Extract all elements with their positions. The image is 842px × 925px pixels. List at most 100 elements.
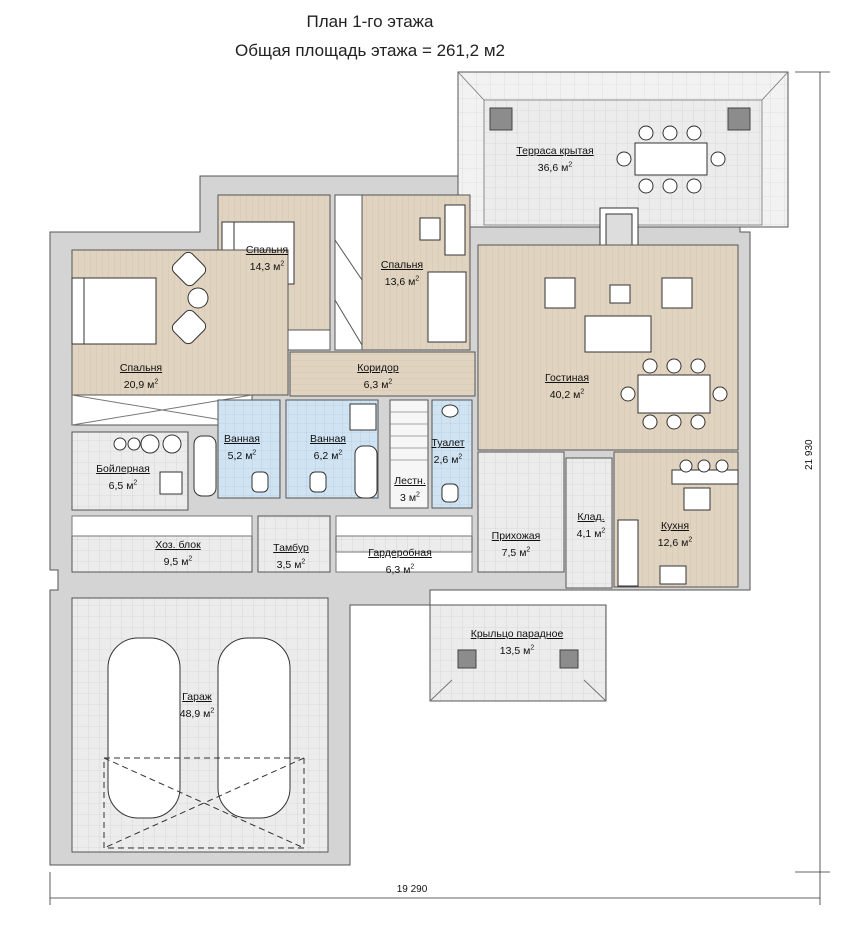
room-name: Спальня [119, 362, 163, 374]
room-name: Хоз. блок [155, 539, 201, 551]
room-area-value: 5,2 [227, 449, 243, 462]
room-area: 6,3 м2 [363, 378, 393, 391]
room-name: Лестн. [394, 475, 426, 487]
room-area-value: 20,9 [123, 378, 145, 391]
area-unit-exponent: 2 [210, 707, 215, 714]
room-label-stairs: Лестн. 3 м2 [394, 474, 426, 505]
room-area: 2,6 м2 [433, 453, 463, 466]
area-unit: м [242, 449, 253, 462]
stairs-floor [389, 399, 429, 509]
room-area-value: 36,6 [537, 161, 559, 174]
room-area-value: 3,5 [276, 558, 292, 571]
area-unit: м [400, 563, 411, 576]
area-unit: м [678, 536, 689, 549]
room-area: 4,1 м2 [576, 527, 606, 540]
room-area: 12,6 м2 [657, 536, 692, 549]
room-area: 7,5 м2 [501, 546, 531, 559]
room-name: Коридор [357, 362, 399, 374]
room-area-value: 2,6 [433, 453, 449, 466]
area-unit: м [291, 558, 302, 571]
area-unit-exponent: 2 [133, 479, 138, 486]
room-area: 6,5 м2 [109, 479, 138, 492]
terrace-area [457, 71, 789, 259]
width-dimension: 19 290 [396, 884, 428, 895]
area-unit-exponent: 2 [410, 563, 415, 570]
room-label-pantry: Клад. 4,1 м2 [577, 510, 606, 541]
room-label-toilet: Туалет 2,6 м2 [431, 436, 464, 467]
pantry-floor [565, 457, 613, 589]
room-name: Прихожая [491, 530, 541, 542]
room-area-value: 12,6 [657, 536, 679, 549]
corridor-floor [289, 351, 476, 397]
room-area-value: 4,1 [576, 527, 592, 540]
area-unit: м [516, 546, 527, 559]
room-area-value: 40,2 [549, 388, 571, 401]
room-name: Спальня [245, 244, 289, 256]
area-unit-exponent: 2 [530, 644, 535, 651]
room-area-value: 14,3 [249, 260, 271, 273]
room-label-kitchen: Кухня 12,6 м2 [658, 519, 692, 550]
area-unit: м [520, 644, 531, 657]
room-label-hall: Прихожая 7,5 м2 [492, 529, 541, 560]
room-area: 20,9 м2 [123, 378, 159, 391]
area-unit: м [123, 479, 134, 492]
room-label-boiler: Бойлерная 6,5 м2 [96, 462, 150, 493]
area-unit-exponent: 2 [415, 275, 420, 282]
room-name: Гардеробная [368, 547, 432, 559]
area-unit: м [270, 260, 281, 273]
area-unit-exponent: 2 [526, 546, 531, 553]
area-unit: м [178, 555, 189, 568]
area-unit: м [378, 378, 389, 391]
area-unit: м [448, 453, 459, 466]
room-name: Терраса крытая [516, 145, 594, 157]
room-area: 36,6 м2 [537, 161, 572, 174]
area-unit: м [405, 491, 417, 504]
area-unit-exponent: 2 [601, 527, 606, 534]
room-name: Кухня [660, 520, 690, 532]
room-label-wardrobe: Гардеробная 6,3 м2 [368, 546, 432, 577]
room-area-value: 48,9 [179, 707, 201, 720]
area-unit-exponent: 2 [388, 378, 393, 385]
room-area: 3,5 м2 [276, 558, 306, 571]
area-unit: м [144, 378, 155, 391]
area-unit: м [570, 388, 581, 401]
room-area: 3 м2 [400, 491, 420, 504]
hall-floor [477, 451, 565, 573]
bathroom-1-floor [217, 399, 281, 499]
area-unit-exponent: 2 [338, 449, 343, 456]
area-unit: м [200, 707, 211, 720]
room-name: Бойлерная [96, 463, 150, 475]
room-label-utility: Хоз. блок 9,5 м2 [155, 538, 200, 569]
height-dimension: 21 930 [804, 439, 815, 470]
area-unit-exponent: 2 [280, 260, 285, 267]
room-name: Крыльцо парадное [470, 628, 564, 640]
room-area-value: 6,3 [363, 378, 379, 391]
room-area: 14,3 м2 [249, 260, 285, 273]
room-name: Туалет [431, 437, 465, 449]
room-name: Клад. [577, 511, 605, 523]
room-area-value: 13,6 [384, 275, 406, 288]
plan-title: План 1-го этажа [306, 12, 434, 31]
room-area: 5,2 м2 [227, 449, 257, 462]
room-area-value: 9,5 [163, 555, 179, 568]
area-unit-exponent: 2 [252, 449, 257, 456]
room-area: 48,9 м2 [179, 707, 215, 720]
area-unit-exponent: 2 [580, 388, 585, 395]
room-label-bedroom1: Спальня 14,3 м2 [246, 243, 288, 274]
vestibule-floor [257, 515, 331, 573]
room-area: 13,6 м2 [384, 275, 420, 288]
area-unit-exponent: 2 [154, 378, 159, 385]
area-unit-exponent: 2 [301, 558, 306, 565]
room-area: 6,3 м2 [386, 563, 415, 576]
room-area: 9,5 м2 [163, 555, 193, 568]
room-area-value: 13,5 [499, 644, 521, 657]
room-name: Ванная [310, 433, 346, 445]
room-area-value: 7,5 [501, 546, 517, 559]
